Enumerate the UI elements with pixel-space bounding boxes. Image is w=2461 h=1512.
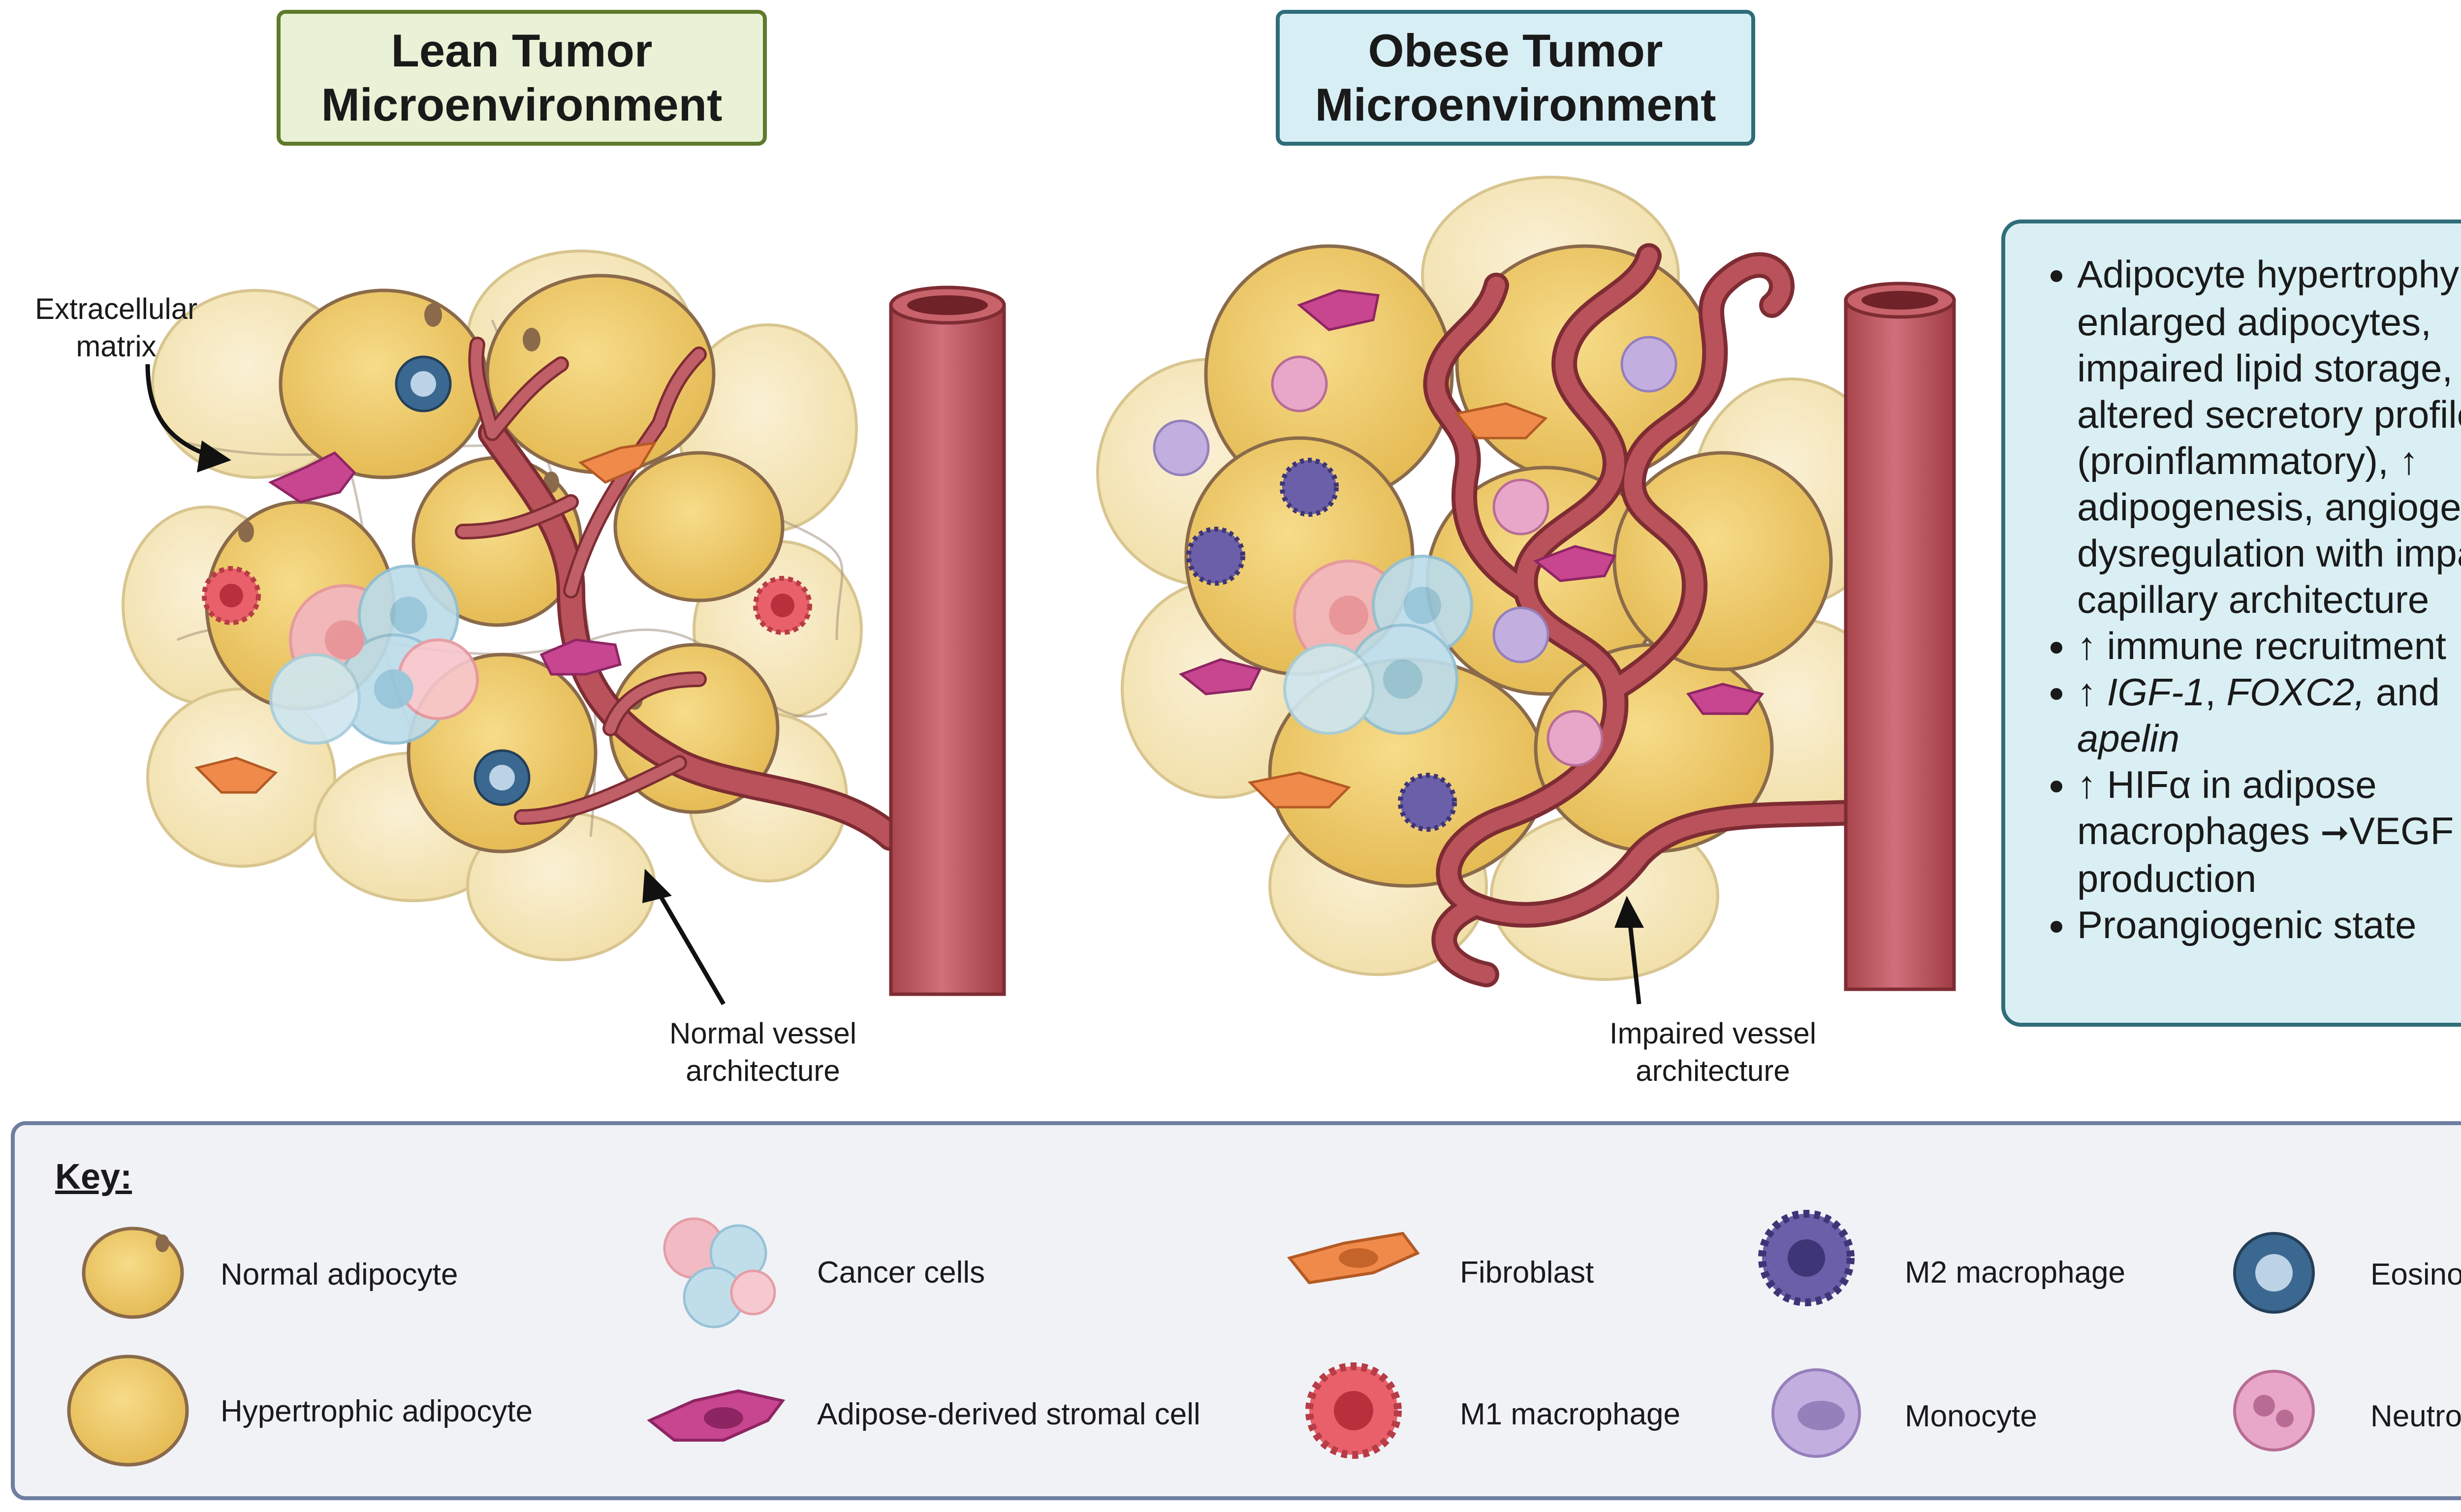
ecm-label-line2: matrix xyxy=(76,330,157,363)
key-label-m2-macrophage: M2 macrophage xyxy=(1905,1256,2126,1290)
obese-tumor-title: Obese Tumor Microenvironment xyxy=(1276,10,1755,146)
neutrophil-icon xyxy=(2233,1370,2315,1451)
m2-macrophage-icon xyxy=(1758,1210,1855,1306)
normal-vessel-label: Normal vessel architecture xyxy=(630,1015,896,1090)
ecm-label: Extracellular matrix xyxy=(23,290,210,365)
hypertrophy-effects-text: enlarged adipocytes, impaired lipid stor… xyxy=(2077,300,2461,482)
obese-impaired-vessel xyxy=(1423,243,1873,987)
up-arrow-icon: ↑ xyxy=(2077,670,2096,714)
key-label-normal-adipocyte: Normal adipocyte xyxy=(221,1258,458,1292)
up-arrow-icon: ↑ xyxy=(2077,763,2096,806)
apelin-text: apelin xyxy=(2077,717,2180,760)
obese-m2-macrophages xyxy=(1186,458,1457,832)
impaired-vessel-label: Impaired vessel architecture xyxy=(1575,1015,1851,1090)
obese-stromal-cells xyxy=(1179,289,1765,715)
obese-panel xyxy=(1096,176,1956,1005)
impaired-vessel-label-line1: Impaired vessel xyxy=(1609,1017,1817,1050)
key-label-m1-macrophage: M1 macrophage xyxy=(1460,1397,1681,1431)
obese-monocytes xyxy=(1153,336,1677,663)
normal-vessel-arrow xyxy=(653,884,726,1006)
lean-fibroblasts xyxy=(194,441,657,794)
summary-list: Adipocyte hypertrophy ➞ enlarged adipocy… xyxy=(2035,251,2461,948)
hypertrophic-adipocyte-icon xyxy=(67,1354,189,1467)
lean-panel xyxy=(122,250,1006,1006)
key-label-stromal-cell: Adipose-derived stromal cell xyxy=(817,1397,1200,1431)
foxc2-text: FOXC2, xyxy=(2226,670,2366,714)
cancer-cells-icon xyxy=(663,1217,776,1328)
lean-cancer-cells xyxy=(269,565,479,745)
up-arrow-icon: ↑ xyxy=(2399,439,2419,482)
normal-vessel-label-line2: architecture xyxy=(686,1054,840,1087)
obese-main-vessel xyxy=(1844,282,1956,991)
summary-item-genes: ↑ IGF-1, FOXC2, and apelin xyxy=(2077,669,2461,761)
ecm-arrow xyxy=(145,364,218,460)
obese-cancer-cells xyxy=(1283,555,1473,735)
impaired-vessel-label-line2: architecture xyxy=(1636,1054,1790,1087)
m1-macrophage-icon xyxy=(1305,1362,1402,1459)
key-legend: Key: xyxy=(11,1121,2461,1500)
normal-vessel-label-line1: Normal vessel xyxy=(669,1017,857,1050)
key-title: Key: xyxy=(55,1157,132,1197)
adipogenesis-text: adipogenesis, angiogenic dysregulation w… xyxy=(2077,485,2461,621)
immune-recruitment-text: immune recruitment xyxy=(2107,624,2446,667)
key-label-monocyte: Monocyte xyxy=(1905,1399,2037,1433)
right-arrow-icon: ➞ xyxy=(2320,813,2349,851)
fibroblast-icon xyxy=(1287,1231,1420,1285)
lean-normal-vessel xyxy=(455,337,905,851)
key-label-cancer-cells: Cancer cells xyxy=(817,1256,985,1290)
lean-main-vessel xyxy=(889,285,1006,996)
lean-stromal-cells xyxy=(268,451,622,676)
summary-item-immune: ↑ immune recruitment xyxy=(2077,623,2461,669)
proangiogenic-text: Proangiogenic state xyxy=(2077,903,2417,946)
key-label-hypertrophic-adipocyte: Hypertrophic adipocyte xyxy=(221,1394,533,1428)
igf1-text: IGF-1 xyxy=(2107,670,2206,714)
lean-title-line2: Microenvironment xyxy=(321,79,723,130)
obese-neutrophils xyxy=(1271,355,1604,767)
summary-item-proangiogenic: Proangiogenic state xyxy=(2077,902,2461,948)
key-icons xyxy=(67,1210,2315,1467)
key-label-fibroblast: Fibroblast xyxy=(1460,1256,1594,1290)
key-label-eosinophil: Eosinophil xyxy=(2370,1258,2461,1292)
obese-summary-box: Adipocyte hypertrophy ➞ enlarged adipocy… xyxy=(2001,220,2461,1027)
key-label-neutrophil: Neutrophil xyxy=(2370,1399,2461,1433)
adipose-derived-stromal-cell-icon xyxy=(647,1389,786,1442)
impaired-vessel-arrow xyxy=(1627,915,1641,1005)
up-arrow-icon: ↑ xyxy=(2077,624,2096,667)
summary-item-hif: ↑ HIFα in adipose macrophages ➞VEGF prod… xyxy=(2077,761,2461,902)
obese-title-line1: Obese Tumor xyxy=(1368,25,1663,76)
hif-text: HIFα in adipose macrophages xyxy=(2077,763,2377,852)
lean-m1-macrophages xyxy=(202,566,812,635)
ecm-label-line1: Extracellular xyxy=(34,292,198,325)
and-text: and xyxy=(2375,670,2440,714)
tumor-illustrations xyxy=(122,176,1956,1006)
normal-adipocyte-icon xyxy=(82,1227,184,1319)
vegf-text: VEGF production xyxy=(2077,809,2454,900)
hypertrophy-text: Adipocyte hypertrophy xyxy=(2077,252,2460,296)
lean-tumor-title: Lean Tumor Microenvironment xyxy=(277,10,767,146)
lean-title-line1: Lean Tumor xyxy=(391,25,653,76)
monocyte-icon xyxy=(1771,1368,1861,1458)
lean-eosinophils xyxy=(395,355,531,806)
obese-title-line2: Microenvironment xyxy=(1315,79,1716,130)
summary-item-hypertrophy: Adipocyte hypertrophy ➞ enlarged adipocy… xyxy=(2077,251,2461,623)
eosinophil-icon xyxy=(2233,1232,2315,1314)
obese-fibroblasts xyxy=(1247,402,1548,809)
